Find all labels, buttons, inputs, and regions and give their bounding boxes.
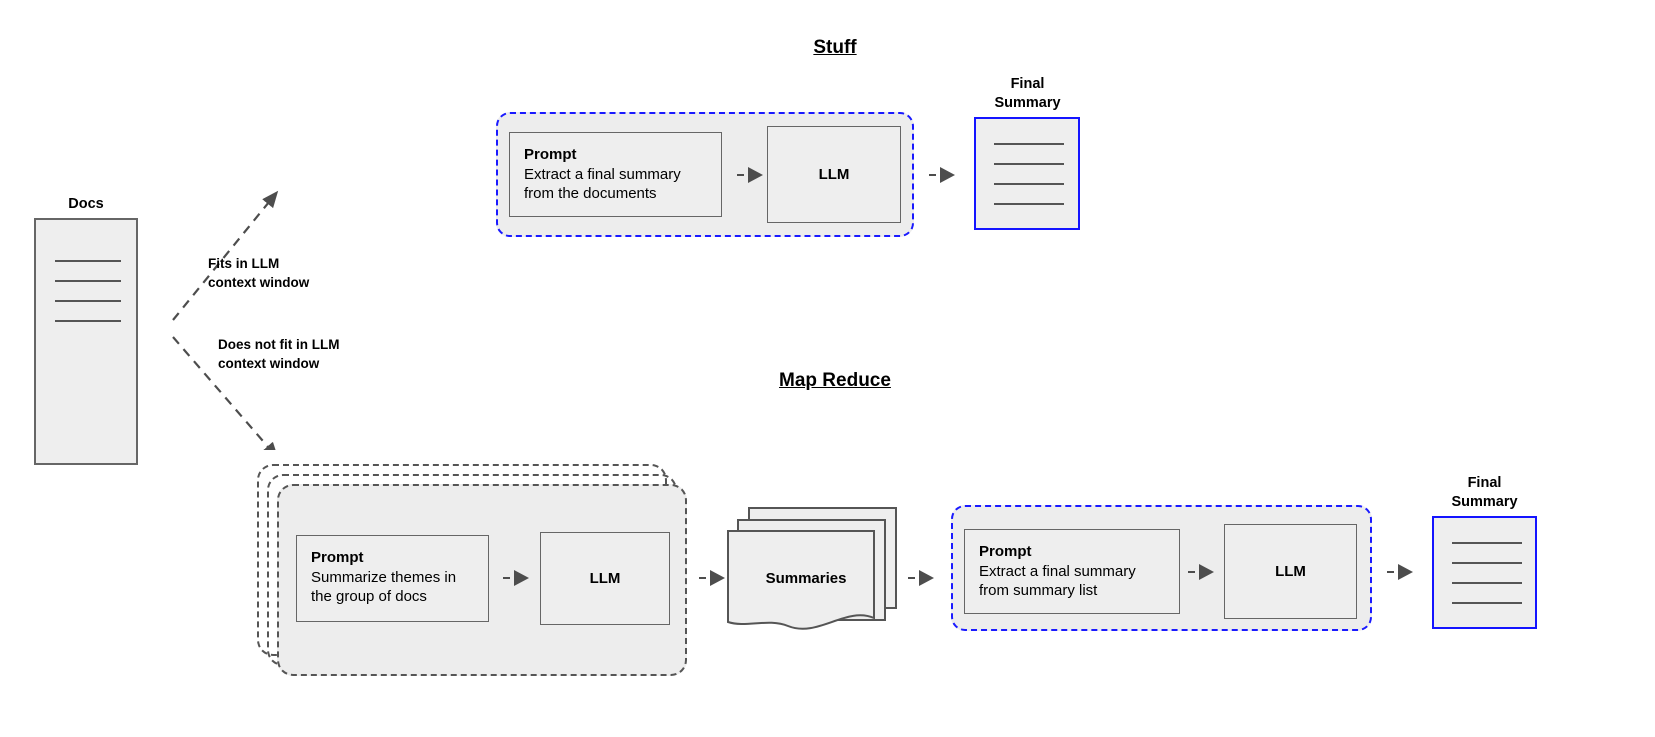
arrow-stem — [1188, 571, 1195, 573]
stuff-llm-card: LLM — [767, 126, 901, 223]
branch-label-fits: Fits in LLM context window — [208, 254, 309, 292]
docs-label: Docs — [68, 196, 104, 212]
reduce-llm-card: LLM — [1224, 524, 1357, 619]
map-final-summary-box — [1432, 516, 1537, 629]
reduce-prompt-card: Prompt Extract a final summary from summ… — [964, 529, 1180, 614]
map-final-summary-caption-line1: Final — [1467, 475, 1502, 491]
reduce-llm-label: LLM — [1275, 563, 1306, 580]
summary-line-3 — [994, 183, 1064, 185]
reduce-arrow-llm-to-final — [1387, 564, 1413, 580]
stuff-final-summary-caption: Final Summary — [975, 75, 1080, 114]
arrow-stem — [699, 577, 706, 579]
branch-label-does-not-fit: Does not fit in LLM context window — [218, 335, 339, 373]
reduce-arrow-prompt-to-llm — [1188, 564, 1214, 580]
arrow-head-icon — [919, 570, 934, 586]
arrow-head-icon — [1199, 564, 1214, 580]
map-prompt-line1: Summarize themes in — [311, 568, 457, 586]
arrow-stem — [737, 174, 744, 176]
reduce-prompt-line2: from summary list — [979, 582, 1098, 600]
branch-label-does-not-fit-line1: Does not fit in LLM — [218, 337, 340, 352]
map-prompt-title: Prompt — [311, 549, 364, 566]
arrow-stem — [1387, 571, 1394, 573]
branch-label-does-not-fit-line2: context window — [218, 356, 320, 372]
map-final-summary-caption: Final Summary — [1432, 474, 1537, 513]
arrow-head-icon — [748, 167, 763, 183]
docs-line-2 — [55, 280, 121, 282]
stuff-prompt-line2: from the documents — [524, 185, 657, 203]
arrow-head-icon — [514, 570, 529, 586]
stuff-final-summary-caption-line2: Summary — [994, 95, 1061, 112]
section-title-stuff: Stuff — [813, 37, 857, 58]
stuff-arrow-llm-to-summary — [929, 167, 955, 183]
map-final-summary-caption-line2: Summary — [1451, 494, 1518, 511]
summaries-stack — [727, 507, 897, 630]
branch-label-fits-line2: context window — [208, 275, 310, 291]
summary-line-2 — [1452, 562, 1522, 564]
stuff-final-summary-box — [974, 117, 1080, 230]
stuff-prompt-card: Prompt Extract a final summary from the … — [509, 132, 722, 217]
branch-arrows — [172, 190, 279, 450]
section-title-map-reduce: Map Reduce — [779, 370, 891, 391]
stuff-llm-label: LLM — [818, 166, 850, 183]
docs-box — [34, 218, 138, 465]
summary-line-2 — [994, 163, 1064, 165]
reduce-prompt-title: Prompt — [979, 543, 1032, 560]
stuff-prompt-line1: Extract a final summary — [524, 165, 681, 183]
arrow-stem — [908, 577, 915, 579]
map-arrow-prompt-to-llm — [503, 570, 529, 586]
summaries-label: Summaries — [765, 570, 847, 587]
summary-line-4 — [994, 203, 1064, 205]
branch-label-fits-line1: Fits in LLM — [208, 256, 280, 271]
map-prompt-line2: the group of docs — [311, 588, 427, 606]
reduce-prompt-line1: Extract a final summary — [979, 562, 1136, 580]
map-arrow-summaries-to-reduce — [908, 570, 934, 586]
arrow-head-icon — [940, 167, 955, 183]
map-llm-label: LLM — [589, 570, 621, 587]
docs-line-4 — [55, 320, 121, 322]
arrow-head-icon — [710, 570, 725, 586]
map-arrow-llm-to-summaries — [699, 570, 725, 586]
arrow-stem — [503, 577, 510, 579]
summary-line-3 — [1452, 582, 1522, 584]
docs-line-3 — [55, 300, 121, 302]
map-llm-card: LLM — [540, 532, 670, 625]
summary-line-4 — [1452, 602, 1522, 604]
stuff-arrow-prompt-to-llm — [737, 167, 763, 183]
docs-line-1 — [55, 260, 121, 262]
stuff-final-summary-caption-line1: Final — [1010, 76, 1045, 92]
summary-line-1 — [1452, 542, 1522, 544]
arrow-stem — [929, 174, 936, 176]
summary-line-1 — [994, 143, 1064, 145]
arrow-head-icon — [1398, 564, 1413, 580]
map-prompt-card: Prompt Summarize themes in the group of … — [296, 535, 489, 622]
stuff-prompt-title: Prompt — [524, 146, 577, 163]
